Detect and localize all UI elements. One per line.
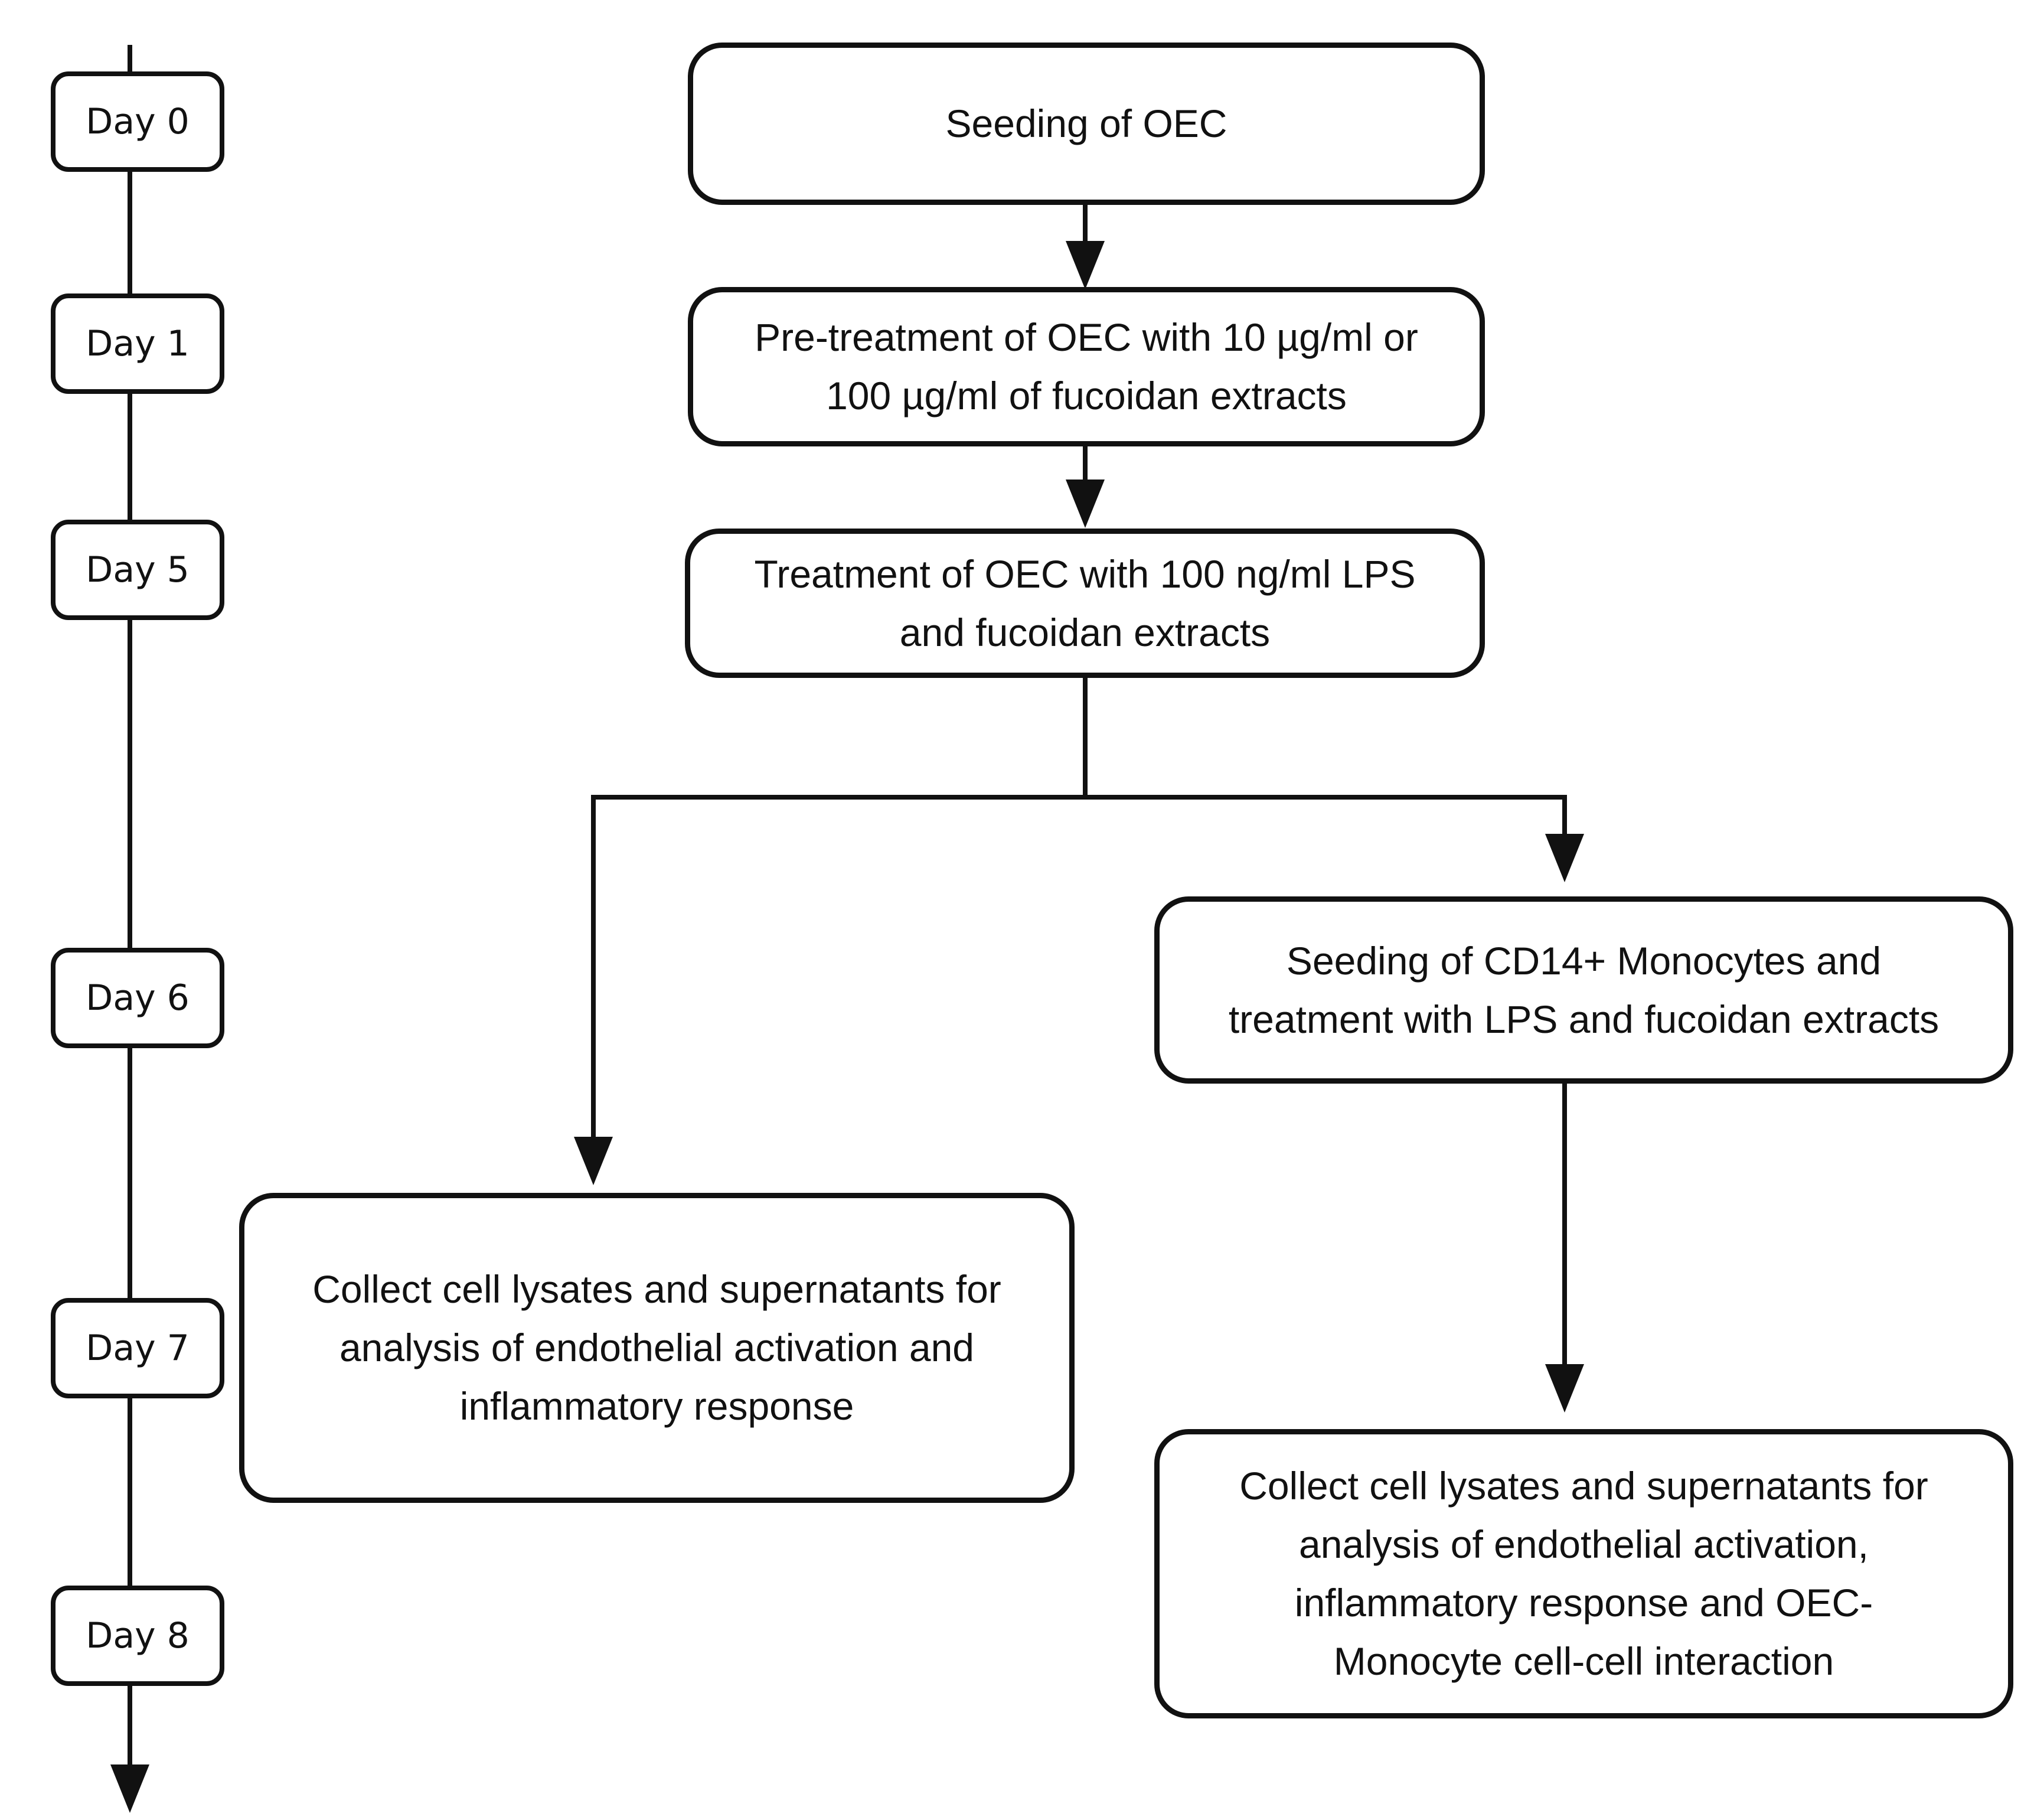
day-7-label: Day 7	[86, 1328, 190, 1369]
day-5-label: Day 5	[86, 549, 190, 591]
timeline-day-1: Day 1	[51, 293, 224, 394]
timeline-day-6: Day 6	[51, 948, 224, 1048]
node-treatment-label: Treatment of OEC with 100 ng/ml LPS and …	[754, 552, 1416, 654]
node-seeding-oec-label: Seeding of OEC	[945, 102, 1227, 145]
connector-pretreatment-to-treatment	[1083, 446, 1088, 483]
node-seeding-monocytes: Seeding of CD14+ Monocytes and treatment…	[1154, 896, 2013, 1084]
arrow-down-icon-treatment	[1066, 480, 1105, 528]
branch-right-line	[1562, 795, 1567, 837]
day-0-label: Day 0	[86, 101, 190, 142]
timeline-axis-line	[128, 45, 132, 1766]
day-8-label: Day 8	[86, 1615, 190, 1656]
branch-horizontal-line	[591, 795, 1567, 800]
timeline-day-7: Day 7	[51, 1298, 224, 1398]
connector-seeding-to-pretreatment	[1083, 205, 1088, 245]
branch-left-line	[591, 795, 596, 1140]
node-seeding-monocytes-label: Seeding of CD14+ Monocytes and treatment…	[1228, 938, 1940, 1041]
day-1-label: Day 1	[86, 323, 190, 364]
timeline-day-0: Day 0	[51, 71, 224, 172]
node-treatment: Treatment of OEC with 100 ng/ml LPS and …	[685, 529, 1485, 678]
timeline-day-5: Day 5	[51, 520, 224, 620]
timeline-day-8: Day 8	[51, 1586, 224, 1686]
node-collect-cocultures-label: Collect cell lysates and supernatants fo…	[1239, 1464, 1928, 1683]
node-collect-oec-label: Collect cell lysates and supernatants fo…	[312, 1267, 1001, 1428]
node-pretreatment: Pre-treatment of OEC with 10 µg/ml or 10…	[688, 287, 1485, 446]
node-collect-cocultures: Collect cell lysates and supernatants fo…	[1154, 1429, 2013, 1718]
arrow-down-icon-collect-cocultures	[1545, 1364, 1584, 1413]
node-pretreatment-label: Pre-treatment of OEC with 10 µg/ml or 10…	[755, 315, 1418, 418]
arrow-down-icon-collect-oec	[574, 1137, 613, 1185]
branch-stem-line	[1083, 678, 1088, 799]
node-seeding-oec: Seeding of OEC	[688, 43, 1485, 205]
timeline-arrow-down-icon	[110, 1764, 149, 1813]
connector-monocytes-to-collect	[1562, 1084, 1567, 1367]
arrow-down-icon-monocytes	[1545, 834, 1584, 882]
day-6-label: Day 6	[86, 977, 190, 1019]
node-collect-oec: Collect cell lysates and supernatants fo…	[239, 1193, 1075, 1503]
arrow-down-icon-pretreatment	[1066, 241, 1105, 289]
